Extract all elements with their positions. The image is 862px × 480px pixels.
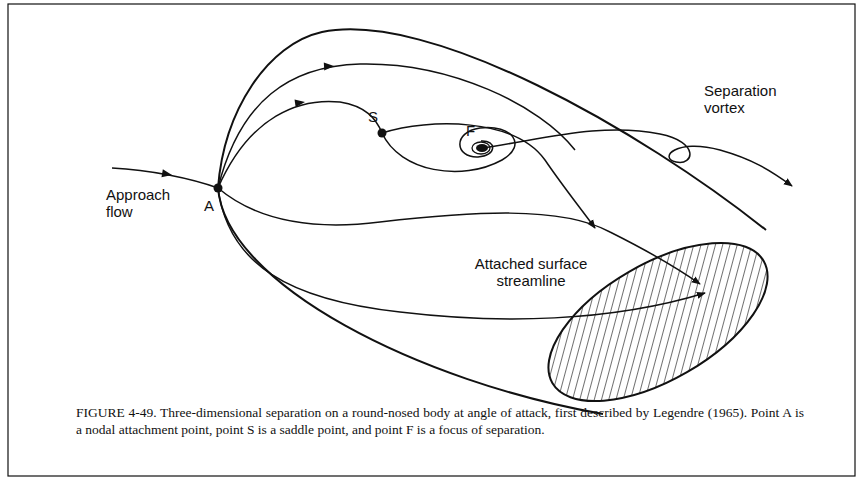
surface-streamline xyxy=(218,101,382,188)
arrowhead xyxy=(295,98,306,107)
body-lower-outline xyxy=(218,188,603,414)
attachment-point xyxy=(214,184,223,193)
point-label: F xyxy=(466,122,486,139)
streamline-label: Attached surface streamline xyxy=(470,255,592,289)
approach-streamline xyxy=(112,168,218,188)
surface-streamline xyxy=(218,64,575,188)
figure-caption: FIGURE 4-49. Three-dimensional separatio… xyxy=(76,404,804,438)
saddle-point xyxy=(378,129,387,138)
hatched-base xyxy=(523,211,792,433)
attached-surface-streamline xyxy=(218,188,705,319)
separation-vortex-line xyxy=(482,130,792,186)
point-label: S xyxy=(368,108,388,125)
surface-streamline xyxy=(218,188,700,284)
figure-frame xyxy=(8,4,855,476)
point-label: A xyxy=(204,197,224,214)
arrowhead xyxy=(161,169,172,179)
arrowhead xyxy=(324,62,334,71)
body-upper-outline xyxy=(218,29,766,230)
flow-label: Approach flow xyxy=(106,186,178,220)
part-label: Separation vortex xyxy=(704,82,794,116)
spiral-streamline xyxy=(382,128,515,172)
focus-ring xyxy=(472,142,490,154)
separation-line xyxy=(382,124,595,228)
